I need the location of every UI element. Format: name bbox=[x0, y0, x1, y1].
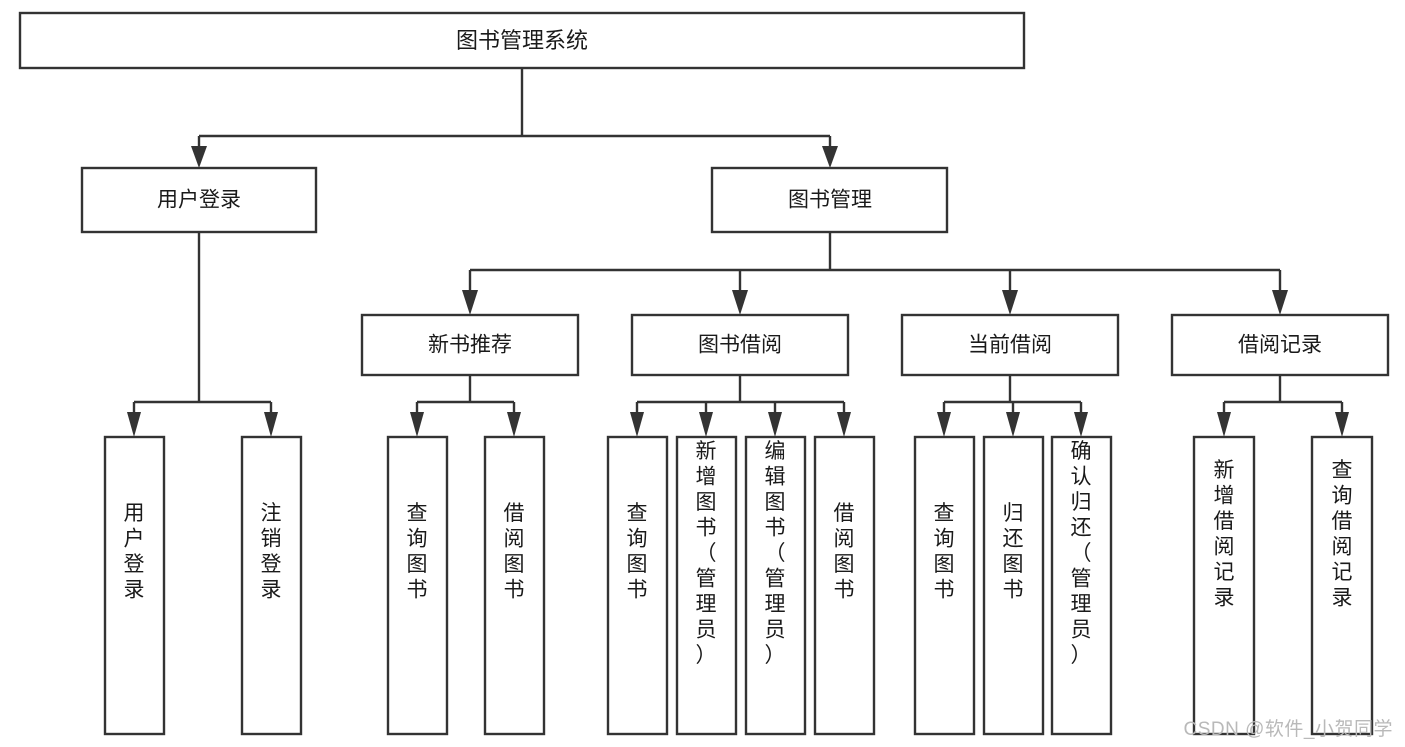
edges-book-borrow-to-leaves bbox=[630, 375, 851, 437]
node-leaf-add-book[interactable]: 新增图书（管理员） bbox=[675, 435, 738, 736]
arrowhead-leaf-borrow-book-1 bbox=[507, 412, 521, 437]
edges-borrow-record-to-leaves bbox=[1217, 375, 1349, 437]
node-book-management-box bbox=[710, 166, 949, 234]
node-leaf-confirm-return-box bbox=[1050, 435, 1113, 736]
node-leaf-add-record[interactable]: 新增借阅记录 bbox=[1192, 435, 1256, 736]
node-book-management-label: 图书管理 bbox=[788, 189, 872, 212]
node-leaf-borrow-book-2[interactable]: 借阅图书 bbox=[813, 435, 876, 736]
node-leaf-query-book-1-label: 查询图书 bbox=[407, 502, 428, 602]
node-leaf-confirm-return-label: 确认归还（管理员） bbox=[1071, 440, 1092, 667]
node-leaf-logout-login[interactable]: 注销登录 bbox=[240, 435, 303, 736]
node-leaf-query-book-2-label: 查询图书 bbox=[627, 502, 648, 602]
node-leaf-return-book-label: 归还图书 bbox=[1003, 502, 1024, 602]
node-leaf-query-book-1[interactable]: 查询图书 bbox=[386, 435, 449, 736]
node-book-management[interactable]: 图书管理 bbox=[710, 166, 949, 234]
node-leaf-return-book[interactable]: 归还图书 bbox=[982, 435, 1045, 736]
node-leaf-borrow-book-1-box bbox=[483, 435, 546, 736]
edges-user-login-to-leaves bbox=[127, 232, 278, 437]
arrowhead-leaf-edit-book bbox=[768, 412, 782, 437]
arrowhead-leaf-query-record bbox=[1335, 412, 1349, 437]
node-leaf-logout-login-label: 注销登录 bbox=[261, 502, 282, 602]
node-user-login-box bbox=[80, 166, 318, 234]
arrowhead-leaf-logout-login bbox=[264, 412, 278, 437]
node-leaf-query-record-label: 查询借阅记录 bbox=[1332, 459, 1353, 610]
node-leaf-user-login-label: 用户登录 bbox=[124, 502, 145, 602]
node-leaf-edit-book[interactable]: 编辑图书（管理员） bbox=[744, 435, 807, 736]
node-root[interactable]: 图书管理系统 bbox=[18, 11, 1026, 70]
arrowhead-leaf-query-book-3 bbox=[937, 412, 951, 437]
node-borrow-record[interactable]: 借阅记录 bbox=[1170, 313, 1390, 377]
node-leaf-edit-book-box bbox=[744, 435, 807, 736]
node-book-borrow-label: 图书借阅 bbox=[698, 334, 782, 357]
edges-new-book-recommend-to-leaves bbox=[410, 375, 521, 437]
node-leaf-query-book-1-box bbox=[386, 435, 449, 736]
node-leaf-add-record-label: 新增借阅记录 bbox=[1214, 459, 1235, 610]
node-root-box bbox=[18, 11, 1026, 70]
csdn-watermark: CSDN @软件_小贺同学 bbox=[1183, 719, 1393, 740]
node-leaf-return-book-box bbox=[982, 435, 1045, 736]
node-leaf-borrow-book-1-label: 借阅图书 bbox=[504, 502, 525, 602]
arrowhead-user-login bbox=[191, 146, 207, 168]
edges-book-management-to-level3 bbox=[462, 232, 1288, 315]
node-leaf-query-book-2-box bbox=[606, 435, 669, 736]
node-user-login[interactable]: 用户登录 bbox=[80, 166, 318, 234]
edges-current-borrow-to-leaves bbox=[937, 375, 1088, 437]
node-book-borrow-box bbox=[630, 313, 850, 377]
node-leaf-user-login[interactable]: 用户登录 bbox=[103, 435, 166, 736]
node-user-login-label: 用户登录 bbox=[157, 189, 241, 212]
arrowhead-leaf-query-book-1 bbox=[410, 412, 424, 437]
node-leaf-edit-book-label: 编辑图书（管理员） bbox=[765, 440, 786, 667]
node-leaf-query-book-3-label: 查询图书 bbox=[934, 502, 955, 602]
node-leaf-add-record-box bbox=[1192, 435, 1256, 736]
arrowhead-leaf-add-book bbox=[699, 412, 713, 437]
node-leaf-query-book-3[interactable]: 查询图书 bbox=[913, 435, 976, 736]
node-leaf-user-login-box bbox=[103, 435, 166, 736]
arrowhead-new-book-recommend bbox=[462, 290, 478, 315]
node-leaf-borrow-book-2-box bbox=[813, 435, 876, 736]
node-borrow-record-label: 借阅记录 bbox=[1238, 334, 1322, 357]
node-leaf-query-record[interactable]: 查询借阅记录 bbox=[1310, 435, 1374, 736]
node-new-book-recommend-label: 新书推荐 bbox=[428, 334, 512, 357]
node-leaf-query-record-box bbox=[1310, 435, 1374, 736]
node-leaf-borrow-book-2-label: 借阅图书 bbox=[834, 502, 855, 602]
node-new-book-recommend[interactable]: 新书推荐 bbox=[360, 313, 580, 377]
node-root-label: 图书管理系统 bbox=[456, 28, 588, 53]
node-leaf-query-book-2[interactable]: 查询图书 bbox=[606, 435, 669, 736]
edges-root-to-level2 bbox=[191, 68, 838, 168]
arrowhead-book-borrow bbox=[732, 290, 748, 315]
arrowhead-leaf-add-record bbox=[1217, 412, 1231, 437]
node-leaf-confirm-return[interactable]: 确认归还（管理员） bbox=[1050, 435, 1113, 736]
arrowhead-leaf-user-login bbox=[127, 412, 141, 437]
arrowhead-leaf-confirm-return bbox=[1074, 412, 1088, 437]
node-leaf-borrow-book-1[interactable]: 借阅图书 bbox=[483, 435, 546, 736]
node-leaf-query-book-3-box bbox=[913, 435, 976, 736]
node-new-book-recommend-box bbox=[360, 313, 580, 377]
node-book-borrow[interactable]: 图书借阅 bbox=[630, 313, 850, 377]
node-current-borrow-box bbox=[900, 313, 1120, 377]
arrowhead-current-borrow bbox=[1002, 290, 1018, 315]
arrowhead-leaf-return-book bbox=[1006, 412, 1020, 437]
arrowhead-borrow-record bbox=[1272, 290, 1288, 315]
node-leaf-logout-login-box bbox=[240, 435, 303, 736]
node-leaf-add-book-label: 新增图书（管理员） bbox=[696, 440, 717, 667]
arrowhead-book-management bbox=[822, 146, 838, 168]
node-current-borrow-label: 当前借阅 bbox=[968, 334, 1052, 357]
node-leaf-add-book-box bbox=[675, 435, 738, 736]
arrowhead-leaf-query-book-2 bbox=[630, 412, 644, 437]
node-current-borrow[interactable]: 当前借阅 bbox=[900, 313, 1120, 377]
arrowhead-leaf-borrow-book-2 bbox=[837, 412, 851, 437]
node-borrow-record-box bbox=[1170, 313, 1390, 377]
